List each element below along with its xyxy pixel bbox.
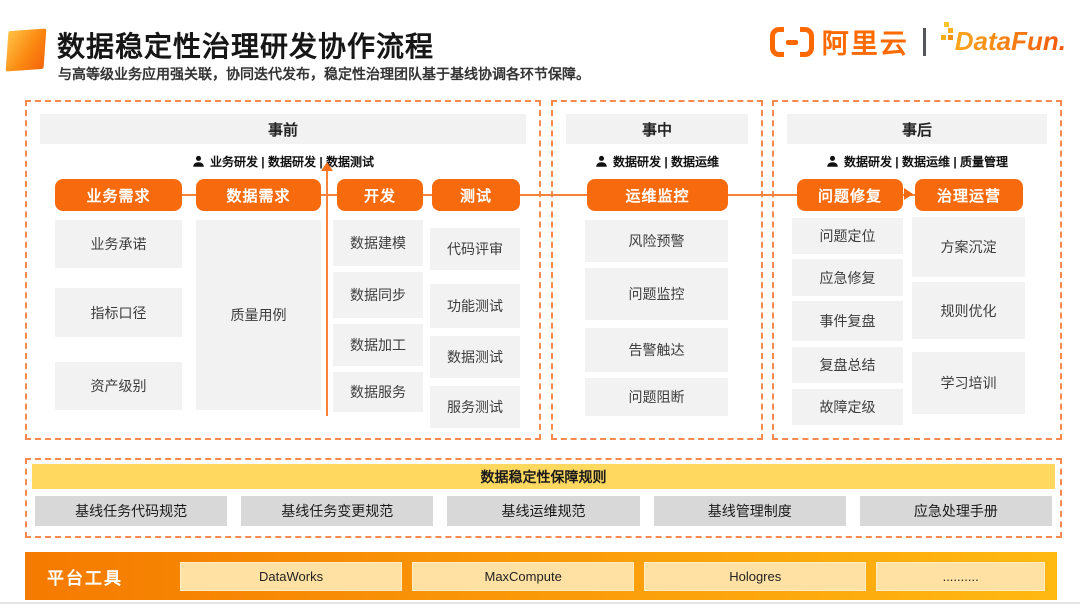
section-pre-roles: 业务研发 | 数据研发 | 数据测试 <box>27 153 539 170</box>
stage-button-governance-ops: 治理运营 <box>915 179 1023 211</box>
section-post-roles: 数据研发 | 数据运维 | 质量管理 <box>774 153 1060 170</box>
slide-bottom-edge <box>0 602 1080 604</box>
flow-box: 方案沉淀 <box>912 217 1025 277</box>
flow-box: 业务承诺 <box>55 220 182 268</box>
flow-box: 问题定位 <box>792 218 903 254</box>
flow-box: 数据加工 <box>333 324 423 366</box>
datafun-logo-text: DataFun. <box>954 26 1066 56</box>
datafun-dots-icon <box>940 26 954 46</box>
feedback-arrow-line <box>326 170 328 416</box>
platform-bar: 平台工具 DataWorks MaxCompute Hologres .....… <box>25 552 1057 600</box>
page-title: 数据稳定性治理研发协作流程 <box>57 31 435 62</box>
section-pre-title: 事前 <box>40 114 526 144</box>
flow-box: 问题阻断 <box>585 378 728 416</box>
stage-button-data-demand: 数据需求 <box>196 179 321 211</box>
stage-button-issue-fix: 问题修复 <box>797 179 903 211</box>
flow-box: 数据服务 <box>333 372 423 412</box>
stage-button-ops-monitor: 运维监控 <box>587 179 728 211</box>
flow-box: 事件复盘 <box>792 301 903 341</box>
person-icon <box>827 155 838 167</box>
rule-item: 基线运维规范 <box>447 496 640 526</box>
flow-box: 问题监控 <box>585 268 728 320</box>
section-pre: 事前 业务研发 | 数据研发 | 数据测试 <box>25 100 541 440</box>
flow-box: 应急修复 <box>792 259 903 296</box>
stage-button-test: 测试 <box>432 179 520 211</box>
flow-box: 数据同步 <box>333 272 423 318</box>
flow-connector-line <box>160 194 950 196</box>
platform-tool-hologres: Hologres <box>644 561 867 591</box>
alicloud-logo-text: 阿里云 <box>821 29 909 59</box>
rule-item: 基线管理制度 <box>653 496 846 526</box>
section-pre-roles-text: 业务研发 | 数据研发 | 数据测试 <box>209 155 375 169</box>
flow-box: 学习培训 <box>912 352 1025 414</box>
flow-box: 规则优化 <box>912 282 1025 339</box>
section-post-title: 事后 <box>787 114 1047 144</box>
rules-row: 基线任务代码规范 基线任务变更规范 基线运维规范 基线管理制度 应急处理手册 <box>35 496 1053 526</box>
stage-button-business-demand: 业务需求 <box>55 179 182 211</box>
platform-label: 平台工具 <box>47 568 123 588</box>
person-icon <box>596 155 607 167</box>
flow-box: 故障定级 <box>792 389 903 425</box>
rule-item: 应急处理手册 <box>859 496 1053 526</box>
brand-mark-icon <box>5 28 47 72</box>
rule-item: 基线任务变更规范 <box>241 496 434 526</box>
section-mid-roles-text: 数据研发 | 数据运维 <box>612 155 720 169</box>
flow-box: 复盘总结 <box>792 347 903 383</box>
page-subtitle: 与高等级业务应用强关联，协同迭代发布，稳定性治理团队基于基线协调各环节保障。 <box>58 66 590 82</box>
alicloud-bracket-icon <box>769 26 814 57</box>
platform-tool-dataworks: DataWorks <box>180 561 403 591</box>
flow-box: 指标口径 <box>55 288 182 337</box>
rules-title: 数据稳定性保障规则 <box>32 464 1055 489</box>
flow-box: 数据建模 <box>333 220 423 266</box>
flow-box: 质量用例 <box>196 220 321 410</box>
stage-button-develop: 开发 <box>337 179 423 211</box>
section-post: 事后 数据研发 | 数据运维 | 质量管理 <box>772 100 1062 440</box>
platform-tool-more: .......... <box>876 561 1046 591</box>
platform-tools-row: DataWorks MaxCompute Hologres .......... <box>180 561 1057 591</box>
section-mid-roles: 数据研发 | 数据运维 <box>553 153 761 170</box>
datafun-logo: DataFun. <box>940 26 1066 57</box>
right-arrow-icon <box>904 188 913 200</box>
logo-separator <box>922 27 926 56</box>
flow-box: 资产级别 <box>55 362 182 410</box>
flow-box: 数据测试 <box>430 336 520 378</box>
section-mid: 事中 数据研发 | 数据运维 <box>551 100 763 440</box>
flow-box: 风险预警 <box>585 220 728 262</box>
platform-tool-maxcompute: MaxCompute <box>412 561 635 591</box>
up-arrow-icon <box>321 162 333 171</box>
header-logos: 阿里云 DataFun. <box>769 22 1066 61</box>
rules-panel: 数据稳定性保障规则 基线任务代码规范 基线任务变更规范 基线运维规范 基线管理制… <box>25 458 1062 538</box>
flow-box: 告警触达 <box>585 328 728 372</box>
section-mid-title: 事中 <box>566 114 748 144</box>
flow-box: 服务测试 <box>430 386 520 428</box>
flow-box: 功能测试 <box>430 284 520 328</box>
flow-box: 代码评审 <box>430 228 520 270</box>
person-icon <box>193 155 204 167</box>
rule-item: 基线任务代码规范 <box>35 496 228 526</box>
section-post-roles-text: 数据研发 | 数据运维 | 质量管理 <box>843 155 1009 169</box>
